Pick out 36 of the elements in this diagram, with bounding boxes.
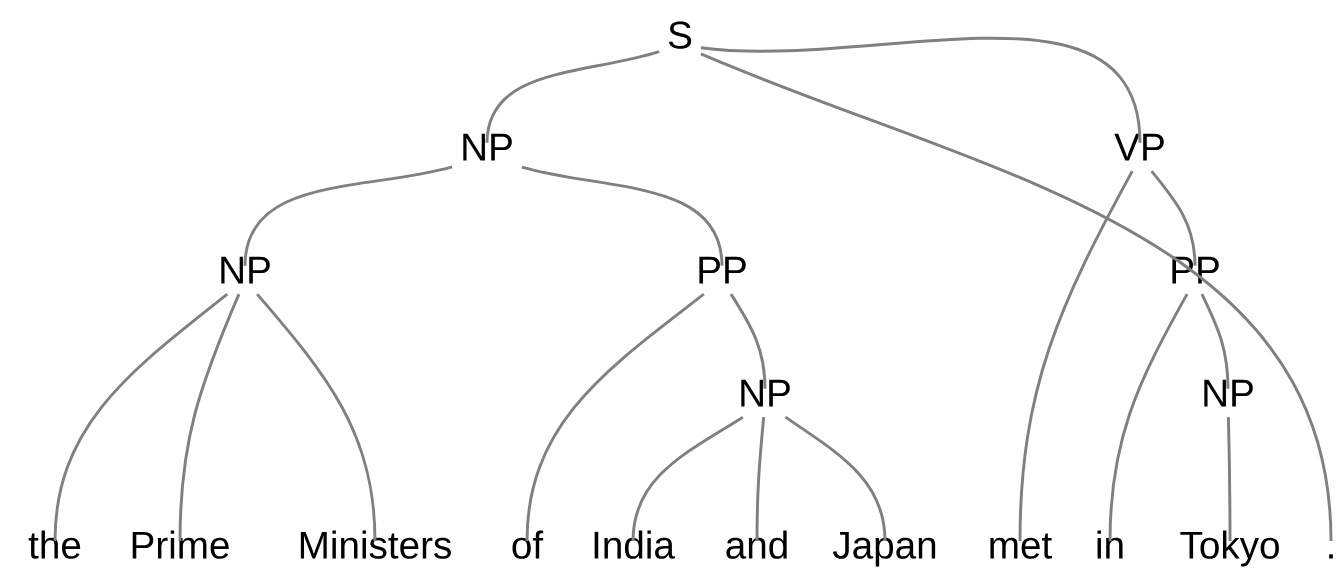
word-label: the (28, 530, 81, 559)
tree-branch (784, 415, 887, 541)
category-label: NP (221, 256, 270, 284)
tree-branch (1108, 293, 1189, 541)
tree-branch (53, 293, 229, 541)
tree-branch (521, 165, 724, 267)
word-label: and (726, 530, 787, 559)
tree-branch (631, 415, 744, 541)
word-label: Japan (832, 531, 936, 567)
word-label: India (594, 530, 675, 559)
tree-branch (178, 293, 241, 541)
tree-branch (1200, 293, 1230, 389)
tree-branch (700, 52, 1333, 541)
tree-branch (525, 293, 705, 541)
word-label: . (1329, 554, 1333, 559)
word-label: of (512, 530, 544, 559)
word-label: Prime (132, 530, 229, 559)
category-label: VP (1114, 133, 1164, 161)
word-label: met (990, 533, 1052, 559)
tree-branch (1018, 170, 1134, 541)
tree-branch (1226, 417, 1232, 541)
word-label: Ministers (300, 530, 451, 559)
category-label: PP (699, 256, 746, 284)
category-label: NP (741, 379, 790, 407)
category-label: S (668, 21, 692, 49)
tree-branch (1150, 170, 1197, 266)
category-label: NP (463, 133, 512, 161)
word-label: Tokyo (1180, 530, 1279, 567)
tree-branch (243, 165, 453, 267)
category-label: NP (1204, 379, 1253, 407)
tree-branch (700, 36, 1142, 144)
tree-branch (485, 50, 660, 144)
tree-branch (755, 417, 766, 541)
tree-branch (256, 293, 377, 541)
tree-branch (729, 293, 767, 389)
word-label: in (1097, 530, 1123, 559)
